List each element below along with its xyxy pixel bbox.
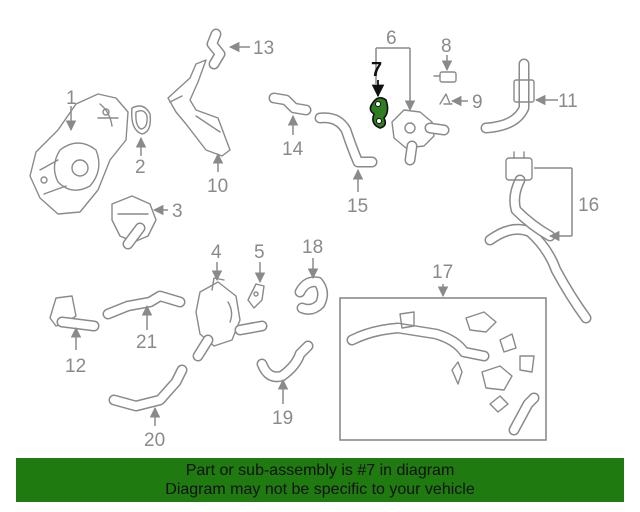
- callout-18: 18: [302, 237, 323, 258]
- callout-8: 8: [441, 36, 452, 57]
- part-8-sensor: [433, 71, 457, 83]
- part-4-water-outlet: [192, 277, 268, 362]
- info-banner: Part or sub-assembly is #7 in diagram Di…: [16, 458, 624, 502]
- part-18-hose: [294, 276, 329, 315]
- callout-17: 17: [432, 262, 453, 283]
- part-20-pipe: [108, 364, 188, 412]
- callout-16: 16: [578, 195, 599, 216]
- callout-4: 4: [211, 242, 222, 263]
- callout-12: 12: [65, 356, 86, 377]
- callout-10: 10: [207, 176, 228, 197]
- part-17-kit-box: [339, 297, 547, 441]
- part-1-housing: [29, 93, 129, 215]
- callout-1: 1: [66, 88, 77, 109]
- part-19-hose: [256, 340, 314, 383]
- callout-21: 21: [136, 332, 157, 353]
- part-3-outlet: [111, 195, 157, 250]
- part-9-clip: [439, 93, 453, 105]
- part-2-gasket: [131, 105, 152, 135]
- part-14-hose: [268, 92, 312, 116]
- part-12-bracket: [49, 295, 100, 332]
- callout-5: 5: [254, 242, 265, 263]
- callout-11: 11: [558, 91, 578, 112]
- part-10-bracket: [167, 59, 231, 157]
- part-21-pipe: [102, 290, 186, 320]
- parts-diagram: 1 2 3 4 5 6 7 8 9 10 11 12 13 14 15 16 1…: [29, 28, 599, 451]
- part-5-bracket: [247, 283, 265, 309]
- callout-20: 20: [144, 430, 165, 451]
- callout-2: 2: [135, 157, 146, 178]
- callout-19: 19: [272, 408, 293, 429]
- part-11-pipe: [480, 58, 535, 134]
- callout-9: 9: [472, 92, 483, 113]
- callout-6: 6: [386, 28, 397, 49]
- part-7-gasket-highlighted: [369, 96, 389, 129]
- part-15-hose: [314, 112, 378, 168]
- leader-lines: [65, 41, 573, 426]
- part-13-hose: [206, 28, 226, 70]
- banner-line-1: Part or sub-assembly is #7 in diagram: [185, 462, 455, 479]
- part-6-inlet-housing: [391, 109, 450, 166]
- callout-3: 3: [172, 201, 183, 222]
- callout-15: 15: [347, 196, 368, 217]
- callout-13: 13: [253, 38, 274, 59]
- callout-7-highlighted: 7: [371, 59, 382, 81]
- banner-line-2: Diagram may not be specific to your vehi…: [165, 481, 475, 498]
- callout-14: 14: [282, 139, 304, 160]
- callout-labels: 1 2 3 4 5 6 7 8 9 10 11 12 13 14 15 16 1…: [65, 28, 599, 451]
